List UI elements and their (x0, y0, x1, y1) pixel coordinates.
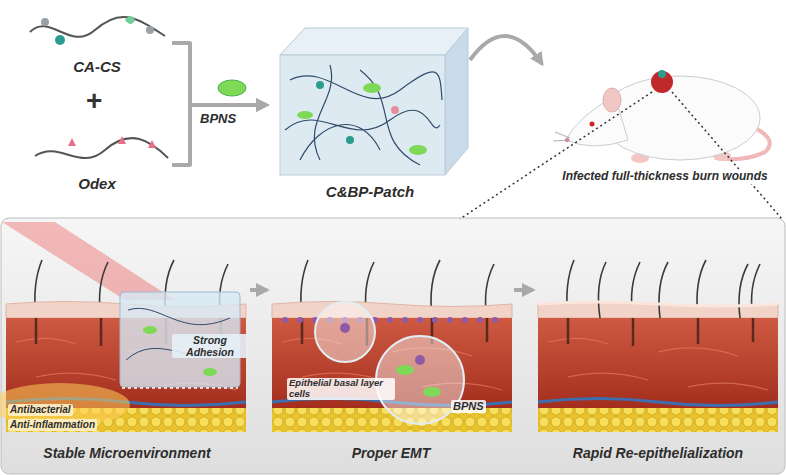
flow-arrow (172, 43, 267, 105)
bpns-sheet (218, 80, 246, 96)
skin-panel: Rapid Re-epithelialization (536, 240, 780, 468)
model-label: Infected full-thickness burn wounds (549, 170, 781, 184)
skin-panel-2 (272, 260, 512, 432)
polymer-item: CA-CS (22, 8, 172, 78)
stage-label: Stable Microenvironment (6, 445, 248, 461)
ca-cs-chain (30, 16, 165, 45)
skin-panel-3 (538, 260, 778, 432)
flow-arrow (172, 105, 267, 165)
flow-arrow (250, 288, 267, 292)
skin-panel-1 (0, 222, 246, 432)
property-label: Anti-inflammation (8, 419, 97, 431)
polymer-label: Odex (22, 175, 172, 192)
patch-label: C&BP-Patch (270, 183, 470, 200)
skin-panel: Proper EMT Epithelial basal layer cellsBP… (270, 240, 512, 468)
stage-label: Rapid Re-epithelialization (536, 445, 780, 461)
edge-label: BPNS (200, 112, 236, 126)
rat (553, 70, 770, 163)
patch-cube: C&BP-Patch (270, 15, 470, 205)
material-label: BPNS (451, 400, 486, 413)
polymer-label: CA-CS (22, 58, 172, 75)
plus-sign: + (86, 86, 102, 117)
stage-label: Proper EMT (270, 445, 512, 461)
polymer-item: Odex (22, 135, 172, 195)
property-label: Strong Adhesion (172, 334, 248, 358)
odex-chain (35, 136, 168, 158)
property-label: Antibacterial (8, 404, 73, 416)
flow-arrow (514, 288, 533, 292)
rat-model: Infected full-thickness burn wounds (545, 4, 781, 204)
zoom-lines (460, 92, 782, 219)
bottom-panel (1, 218, 785, 474)
hydrogel-cube (280, 28, 468, 175)
flow-arrow (470, 36, 542, 64)
cell-label: Epithelial basal layer cells (287, 378, 395, 400)
skin-panel: Stable Microenvironment Strong AdhesionAn… (6, 240, 248, 468)
magnified-bubble: Epithelial basal layer cellsBPNS (285, 300, 485, 435)
